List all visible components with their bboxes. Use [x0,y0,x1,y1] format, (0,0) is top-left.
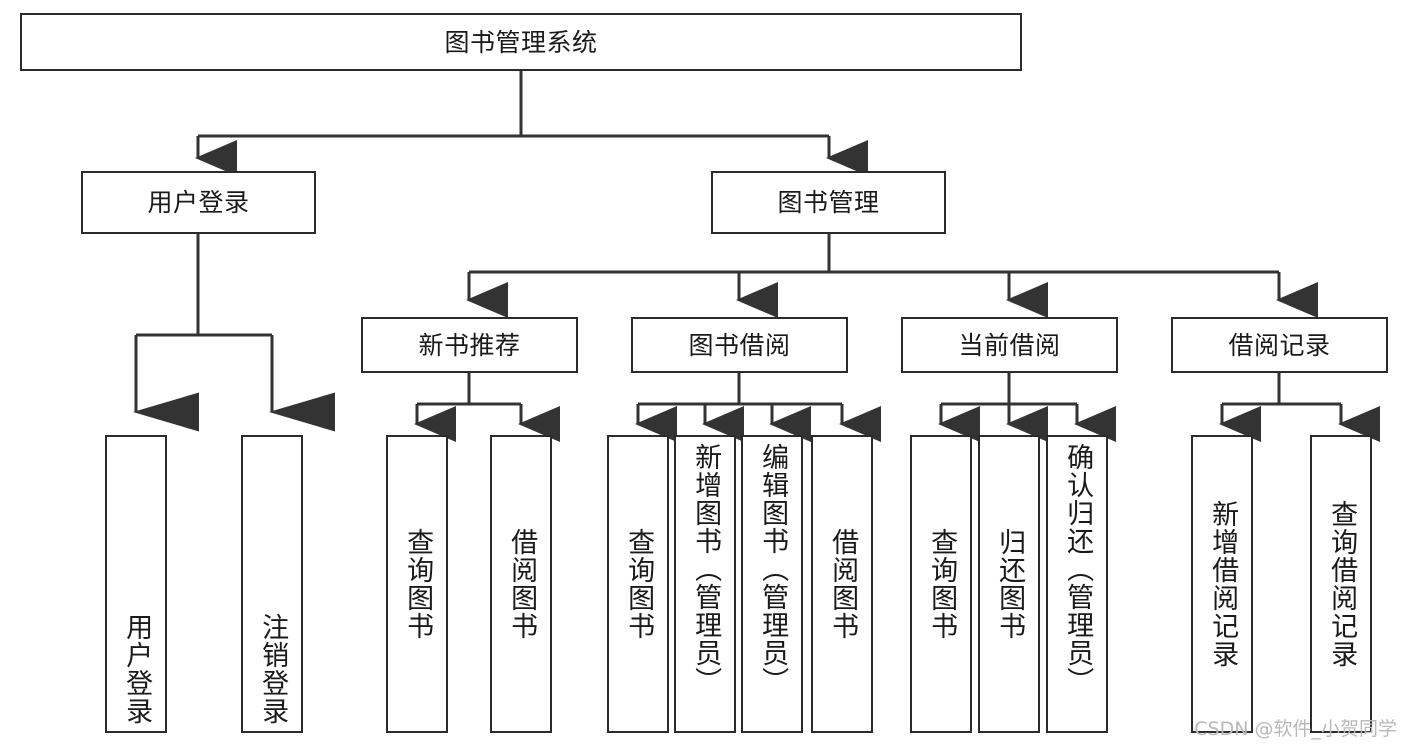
node-label: 借阅记录 [1228,330,1331,360]
node-label: 确认归还（管理员） [1062,443,1094,695]
node-label: 新增图书（管理员） [690,443,722,695]
node-user-login[interactable]: 用户登录 [81,171,316,234]
node-current-borrow[interactable]: 当前借阅 [901,317,1118,373]
node-label: 编辑图书（管理员） [757,443,789,695]
node-label: 当前借阅 [958,330,1061,360]
leaf-add-borrow-record[interactable]: 新增借阅记录 [1191,435,1253,733]
leaf-logout-login[interactable]: 注销登录 [241,435,303,733]
leaf-query-book-borrow[interactable]: 查询图书 [607,435,669,733]
node-label: 用户登录 [147,188,250,217]
leaf-borrow-book-recommend[interactable]: 借阅图书 [490,435,552,733]
node-label: 查询图书 [402,528,434,640]
node-label: 查询图书 [926,528,958,640]
leaf-borrow-book[interactable]: 借阅图书 [811,435,873,733]
node-label: 用户登录 [121,613,153,725]
node-label: 图书管理 [777,188,880,217]
leaf-query-book-current[interactable]: 查询图书 [910,435,972,733]
node-book-management[interactable]: 图书管理 [711,171,946,234]
node-label: 图书管理系统 [444,27,598,57]
node-label: 归还图书 [994,528,1026,640]
node-borrow-records[interactable]: 借阅记录 [1171,317,1388,373]
node-root-system[interactable]: 图书管理系统 [20,13,1022,71]
node-new-book-recommend[interactable]: 新书推荐 [361,317,578,373]
node-label: 借阅图书 [827,528,859,640]
node-label: 借阅图书 [506,528,538,640]
leaf-query-book-recommend[interactable]: 查询图书 [386,435,448,733]
leaf-user-login[interactable]: 用户登录 [105,435,167,733]
leaf-return-book[interactable]: 归还图书 [978,435,1040,733]
leaf-query-borrow-record[interactable]: 查询借阅记录 [1310,435,1372,733]
leaf-edit-book-admin[interactable]: 编辑图书（管理员） [741,435,803,733]
node-label: 新增借阅记录 [1207,500,1239,668]
node-label: 新书推荐 [418,330,521,360]
csdn-watermark: CSDN @软件_小贺同学 [1194,718,1397,740]
node-book-borrow[interactable]: 图书借阅 [631,317,848,373]
leaf-add-book-admin[interactable]: 新增图书（管理员） [674,435,736,733]
node-label: 查询图书 [623,528,655,640]
node-label: 注销登录 [257,613,289,725]
node-label: 查询借阅记录 [1326,500,1358,668]
leaf-confirm-return-admin[interactable]: 确认归还（管理员） [1046,435,1108,733]
node-label: 图书借阅 [688,330,791,360]
